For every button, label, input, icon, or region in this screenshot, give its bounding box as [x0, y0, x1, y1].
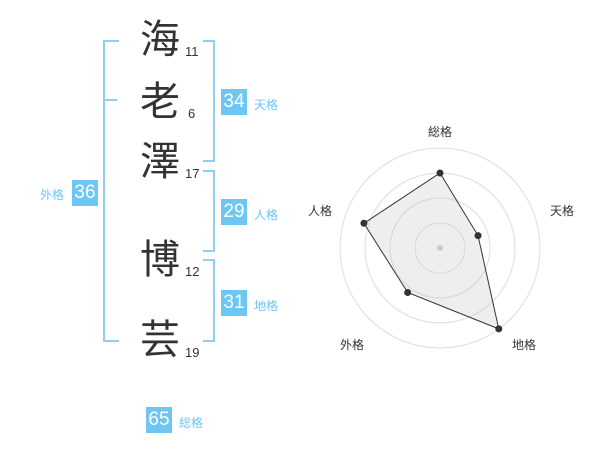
radar-ring [339, 147, 541, 349]
name-char-3: 澤 [140, 139, 180, 185]
soukaku-value: 65 [146, 407, 172, 433]
tenkaku-label: 天格 [254, 98, 279, 112]
chikaku-value: 31 [221, 290, 247, 316]
tenkaku-value: 34 [221, 89, 247, 115]
radar-axis-label-gaikaku: 外格 [340, 338, 365, 352]
jinkaku-value: 29 [221, 199, 247, 225]
name-char-1: 海 [140, 17, 180, 63]
stroke-count-3: 17 [185, 166, 200, 181]
gaikaku-bracket-mid-tick [103, 99, 117, 101]
name-char-2: 老 [140, 79, 180, 125]
radar-ring [414, 222, 466, 274]
radar-point-1 [474, 232, 482, 240]
gaikaku-label: 外格 [40, 188, 65, 202]
soukaku-label: 総格 [179, 416, 204, 430]
radar-series-polygon [363, 172, 500, 330]
gaikaku-bracket [103, 40, 119, 342]
chikaku-label: 地格 [254, 299, 279, 313]
stroke-count-5: 19 [185, 345, 200, 360]
gaikaku-value: 36 [72, 180, 98, 206]
tenkaku-bracket [203, 40, 215, 162]
radar-axis-label-tenkaku: 天格 [550, 204, 575, 218]
stroke-count-1: 11 [185, 44, 199, 59]
radar-axis-label-chikaku: 地格 [512, 338, 537, 352]
name-char-5: 芸 [140, 317, 180, 363]
stroke-count-2: 6 [188, 106, 196, 121]
radar-point-4 [360, 219, 368, 227]
jinkaku-label: 人格 [254, 208, 279, 222]
jinkaku-bracket [203, 170, 215, 252]
radar-axis-label-soukaku: 総格 [428, 125, 453, 139]
stroke-count-4: 12 [185, 264, 200, 279]
radar-ring [389, 197, 491, 299]
chikaku-bracket [203, 259, 215, 342]
radar-point-3 [404, 288, 412, 296]
radar-point-0 [436, 169, 444, 177]
radar-point-2 [495, 325, 503, 333]
radar-axis-label-jinkaku: 人格 [308, 204, 333, 218]
radar-center [437, 245, 443, 251]
name-char-4: 博 [140, 237, 180, 283]
